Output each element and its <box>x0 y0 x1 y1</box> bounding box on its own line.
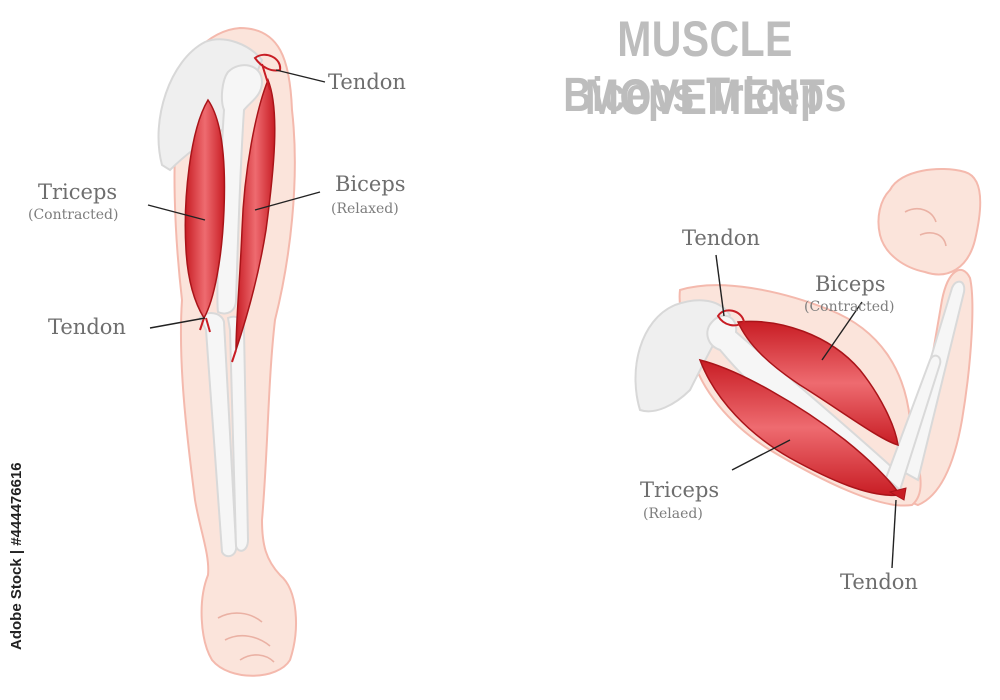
right-label-biceps-state: (Contracted) <box>804 299 895 315</box>
left-label-triceps-state: (Contracted) <box>28 207 119 223</box>
right-leader-tendon-top <box>715 254 725 317</box>
right-leader-biceps <box>821 301 863 361</box>
right-label-tendon-top: Tendon <box>682 226 760 250</box>
right-tendon-top <box>716 309 746 327</box>
left-tendon-top <box>253 53 282 91</box>
right-fist <box>877 168 982 276</box>
left-leader-biceps <box>254 191 321 211</box>
diagram-subtitle: Biceps Triceps <box>563 69 847 122</box>
right-biceps-muscle <box>736 320 899 447</box>
left-fist-lines <box>217 612 275 663</box>
right-label-triceps: Triceps <box>640 478 720 502</box>
left-leader-tendon-bottom <box>149 317 206 329</box>
leader-lines <box>147 69 897 569</box>
right-label-biceps: Biceps <box>815 272 886 296</box>
left-label-biceps-state: (Relaxed) <box>331 201 399 217</box>
left-arm <box>157 26 297 677</box>
right-leader-triceps <box>731 439 791 471</box>
right-arm <box>634 168 982 507</box>
right-scapula <box>634 299 732 413</box>
left-leader-tendon-top <box>275 69 326 83</box>
right-fist-lines <box>904 208 947 247</box>
diagram-title: MUSCLE MOVEMENT <box>584 11 826 125</box>
left-biceps-muscle <box>235 77 276 351</box>
left-label-tendon-top: Tendon <box>328 70 406 94</box>
right-leader-tendon-bottom <box>891 499 897 569</box>
watermark-text: Adobe Stock | #444476616 <box>8 462 25 650</box>
left-tendon-bottom <box>199 317 237 363</box>
left-label-tendon-bottom: Tendon <box>48 315 126 339</box>
left-label-triceps: Triceps <box>38 180 118 204</box>
left-leader-triceps <box>147 204 206 221</box>
right-label-tendon-bottom: Tendon <box>840 570 918 594</box>
right-label-triceps-state: (Relaed) <box>643 506 703 522</box>
right-ulna <box>884 354 942 492</box>
stock-watermark: Adobe Stock | #444476616 <box>4 460 26 650</box>
left-humerus <box>216 64 264 315</box>
right-tendon-bottom <box>888 487 907 501</box>
left-label-biceps: Biceps <box>335 172 406 196</box>
